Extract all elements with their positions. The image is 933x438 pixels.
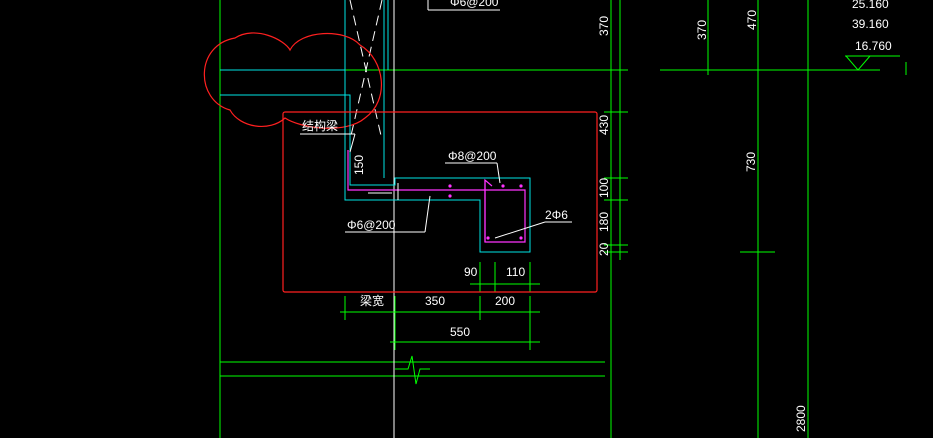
dim-right-430: 430 <box>597 115 611 135</box>
rebar-corner-label: 2Φ6 <box>545 208 568 222</box>
top-rebar-note: Φ6@200 <box>427 0 500 11</box>
dim-right-180: 180 <box>597 212 611 232</box>
dim-350: 350 <box>425 294 445 308</box>
elevation-1: 25.160 <box>852 0 889 11</box>
dim-right-370: 370 <box>597 16 611 36</box>
rebar-bottom-label: Φ6@200 <box>347 218 396 232</box>
rebar <box>347 150 526 243</box>
dim-90: 90 <box>464 265 478 279</box>
dim-550: 550 <box>450 325 470 339</box>
label-structural-beam: 结构梁 <box>302 118 338 133</box>
dim-2800: 2800 <box>794 405 808 432</box>
dim-right-20: 20 <box>597 242 611 256</box>
bottom-dimensions <box>340 262 540 350</box>
highlight-box <box>282 111 598 293</box>
section-outline <box>220 94 531 253</box>
top-rebar-note-text: Φ6@200 <box>450 0 499 9</box>
dim-110: 110 <box>506 265 525 279</box>
revision-cloud <box>203 32 383 129</box>
break-symbol <box>395 355 430 385</box>
elevation-3: 16.760 <box>855 39 892 53</box>
rebar-top-label: Φ8@200 <box>448 149 497 163</box>
dim-200: 200 <box>495 294 515 308</box>
label-beam-width: 梁宽 <box>360 293 384 308</box>
dim-470: 470 <box>745 10 759 30</box>
right-dim-chain-1 <box>604 69 628 253</box>
dim-730: 730 <box>744 152 758 172</box>
right-dim-chain-2 <box>700 69 766 253</box>
elevation-2: 39.160 <box>852 17 889 31</box>
elevation-marker <box>845 55 907 75</box>
dim-150: 150 <box>352 155 366 175</box>
column-diagonals <box>349 0 383 141</box>
dim-right-100: 100 <box>597 178 611 198</box>
leader-lines <box>300 133 572 239</box>
dim-370-second: 370 <box>695 20 709 40</box>
